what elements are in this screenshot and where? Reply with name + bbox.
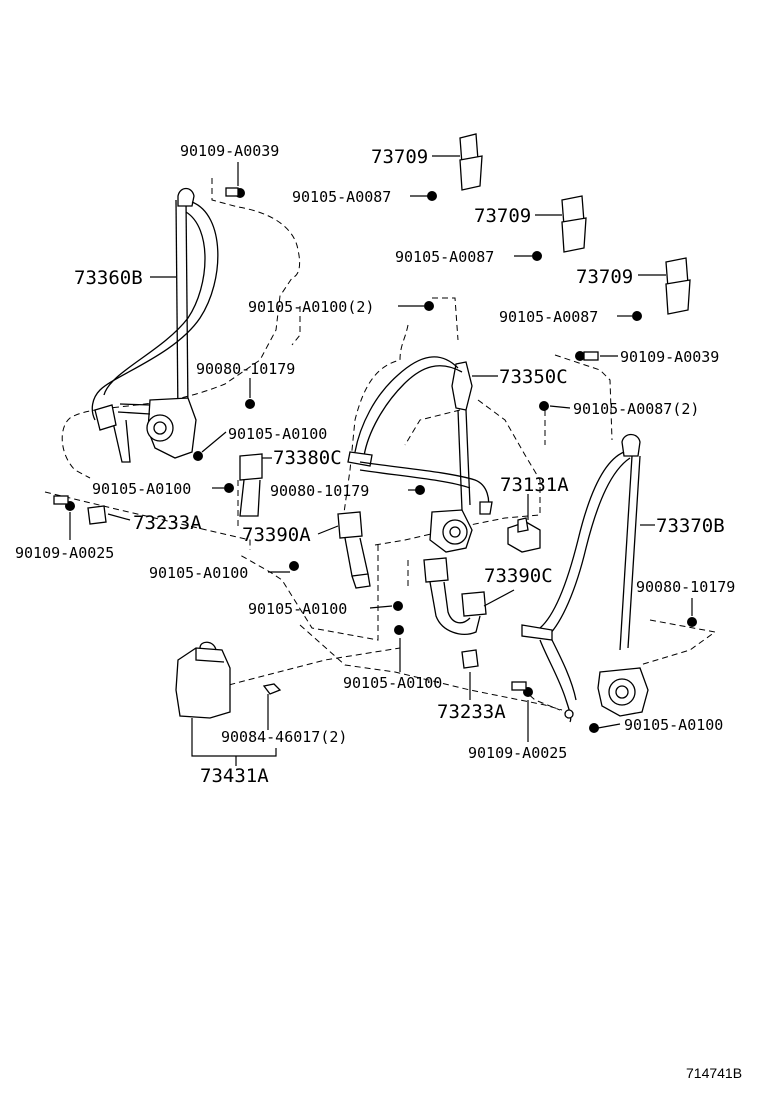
label-90109-a0039-right: 90109-A0039 [620, 348, 719, 366]
label-73709-mid: 73709 [474, 205, 531, 227]
label-90105-a0087-mid: 90105-A0087 [395, 248, 494, 266]
label-90105-a0087-2: 90105-A0087(2) [573, 400, 699, 418]
buckle-73390c [423, 557, 487, 635]
seat-outlines [44, 178, 717, 711]
label-90105-a0100-center: 90105-A0100 [248, 600, 347, 618]
label-73390a: 73390A [242, 524, 311, 546]
part-labels: 90109-A0039 73709 90105-A0087 73709 9010… [15, 142, 742, 1081]
right-belt-assembly [521, 433, 649, 723]
label-90109-a0025-right: 90109-A0025 [468, 744, 567, 762]
label-90109-a0039-left: 90109-A0039 [180, 142, 279, 160]
reference-code: 714741B [686, 1065, 742, 1081]
label-73350c: 73350C [499, 366, 568, 388]
label-73233a-left: 73233A [133, 512, 202, 534]
label-73131a: 73131A [500, 474, 569, 496]
label-73709-low: 73709 [576, 266, 633, 288]
label-90080-10179-left: 90080-10179 [196, 360, 295, 378]
label-73233a-right: 73233A [437, 701, 506, 723]
label-73380c: 73380C [273, 447, 342, 469]
label-73360b: 73360B [74, 267, 143, 289]
label-73709-top: 73709 [371, 146, 428, 168]
label-73370b: 73370B [656, 515, 725, 537]
guide-cover-73709-mid [561, 195, 587, 253]
cover-73233a-right [461, 649, 479, 669]
guide-cover-73709-low [665, 257, 691, 315]
cover-73233a-left [87, 505, 107, 525]
label-90080-10179-center: 90080-10179 [270, 482, 369, 500]
label-90105-a0100-2: 90105-A0100(2) [248, 298, 374, 316]
left-belt-assembly [91, 187, 219, 463]
label-90105-a0100-left: 90105-A0100 [92, 480, 191, 498]
leader-lines [69, 155, 693, 766]
label-90105-a0100-right: 90105-A0100 [624, 716, 723, 734]
label-90105-a0100-upper: 90105-A0100 [228, 425, 327, 443]
bracket-73131a [507, 517, 541, 553]
buckle-73380c [239, 453, 263, 517]
label-90080-10179-right: 90080-10179 [636, 578, 735, 596]
label-90105-a0100-mid: 90105-A0100 [149, 564, 248, 582]
label-73431a: 73431A [200, 765, 269, 787]
center-belt-assembly [347, 356, 493, 553]
cover-box-73431a [175, 641, 282, 719]
guide-cover-73709-top [459, 133, 483, 191]
bolt-icons [53, 187, 697, 733]
label-90109-a0025-left: 90109-A0025 [15, 544, 114, 562]
label-90105-a0087-top: 90105-A0087 [292, 188, 391, 206]
label-90105-a0087-low: 90105-A0087 [499, 308, 598, 326]
label-90105-a0100-lower: 90105-A0100 [343, 674, 442, 692]
buckle-73390a [337, 511, 371, 589]
label-90084-46017: 90084-46017(2) [221, 728, 347, 746]
label-73390c: 73390C [484, 565, 553, 587]
